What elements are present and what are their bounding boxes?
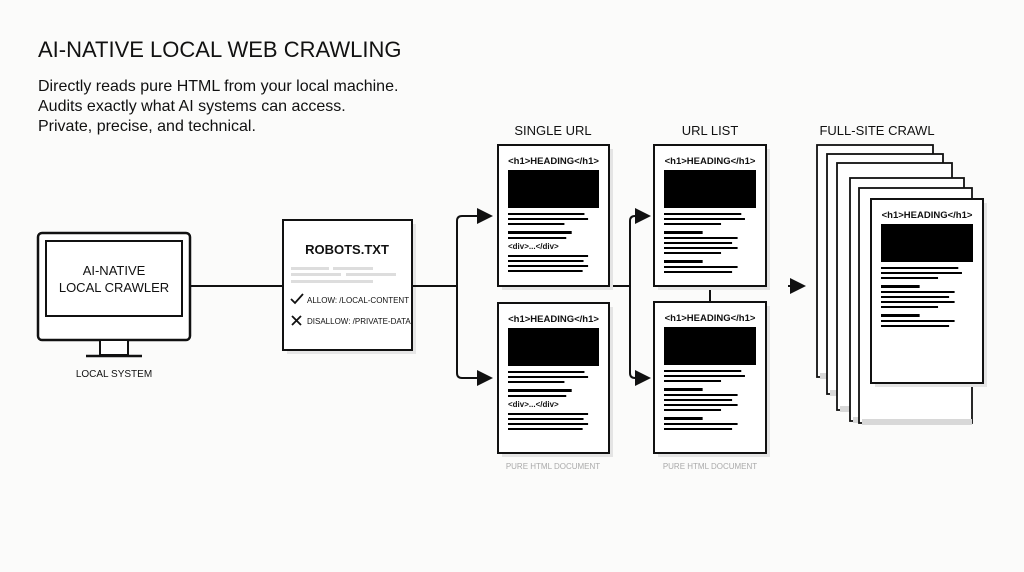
text-line [664, 266, 738, 268]
text-line [664, 380, 722, 382]
text-line [664, 417, 703, 420]
text-line [508, 418, 584, 420]
image-block [508, 170, 599, 208]
check-icon [290, 293, 304, 305]
text-line [881, 291, 955, 293]
text-line [664, 213, 742, 215]
mode-single-url: SINGLE URL [514, 123, 591, 138]
text-line [508, 223, 565, 225]
html-document: <h1>HEADING</h1> [870, 198, 987, 387]
image-block [664, 327, 756, 365]
text-line [664, 247, 738, 249]
page-shadow [862, 419, 972, 425]
text-line [881, 320, 955, 322]
text-line [881, 296, 950, 298]
text-line [508, 255, 589, 257]
robots-card [282, 219, 416, 354]
text-line [664, 237, 738, 239]
text-line [881, 277, 939, 279]
page-title: AI-NATIVE LOCAL WEB CRAWLING [38, 37, 401, 62]
doc-div: <div>...</div> [508, 400, 559, 409]
crawler-label: LOCAL CRAWLER [59, 280, 169, 295]
doc-heading: <h1>HEADING</h1> [882, 210, 973, 221]
text-line [664, 404, 738, 406]
subtitle-line: Private, precise, and technical. [38, 118, 256, 135]
text-line [664, 399, 733, 401]
text-line [508, 231, 572, 234]
text-line [508, 237, 567, 239]
x-icon [291, 315, 302, 326]
text-line [508, 376, 589, 378]
text-line [881, 306, 939, 308]
doc-heading: <h1>HEADING</h1> [508, 156, 599, 167]
text-line [508, 218, 589, 220]
local-system-caption: LOCAL SYSTEM [76, 369, 152, 380]
robots-title: ROBOTS.TXT [305, 242, 389, 257]
text-line [664, 271, 733, 273]
doc-heading: <h1>HEADING</h1> [665, 313, 756, 324]
text-line [881, 267, 959, 269]
html-document: <h1>HEADING</h1> [653, 301, 770, 457]
text-line [664, 370, 742, 372]
disallow-rule: DISALLOW: /PRIVATE-DATA [307, 317, 411, 326]
text-line [664, 394, 738, 396]
text-line [508, 270, 583, 272]
text-line [508, 381, 565, 383]
text-line [664, 231, 703, 234]
subtitle-line: Directly reads pure HTML from your local… [38, 78, 398, 95]
image-block [881, 224, 973, 262]
text-line [508, 265, 589, 267]
text-line [664, 242, 733, 244]
text-line [881, 301, 955, 303]
text-line [508, 395, 567, 397]
text-line [664, 223, 722, 225]
text-line [664, 218, 745, 220]
image-block [508, 328, 599, 366]
doc-heading: <h1>HEADING</h1> [508, 314, 599, 325]
text-line [508, 428, 583, 430]
text-line [508, 371, 585, 373]
html-document: <h1>HEADING</h1> <div>...</div> [497, 144, 613, 290]
monitor-icon [36, 231, 192, 358]
text-line [508, 213, 585, 215]
text-line [664, 375, 745, 377]
crawler-label: AI-NATIVE [83, 263, 146, 278]
text-line [881, 325, 950, 327]
allow-rule: ALLOW: /LOCAL-CONTENT [307, 296, 409, 305]
mode-full-site: FULL-SITE CRAWL [819, 123, 934, 138]
text-line [664, 260, 703, 263]
text-line [664, 409, 722, 411]
mode-url-list: URL LIST [682, 123, 739, 138]
text-line [881, 314, 920, 317]
doc-caption: PURE HTML DOCUMENT [663, 462, 757, 471]
image-block [664, 170, 756, 208]
html-document: <h1>HEADING</h1> <div>...</div> [497, 302, 613, 457]
text-line [664, 423, 738, 425]
html-document: <h1>HEADING</h1> [653, 144, 770, 290]
subtitle-line: Audits exactly what AI systems can acces… [38, 98, 346, 115]
text-line [508, 260, 584, 262]
text-line [881, 285, 920, 288]
text-line [664, 388, 703, 391]
text-line [664, 252, 722, 254]
doc-heading: <h1>HEADING</h1> [665, 156, 756, 167]
text-line [881, 272, 962, 274]
doc-caption: PURE HTML DOCUMENT [506, 462, 600, 471]
text-line [508, 389, 572, 392]
text-line [664, 428, 733, 430]
doc-div: <div>...</div> [508, 242, 559, 251]
text-line [508, 423, 589, 425]
text-line [508, 413, 589, 415]
